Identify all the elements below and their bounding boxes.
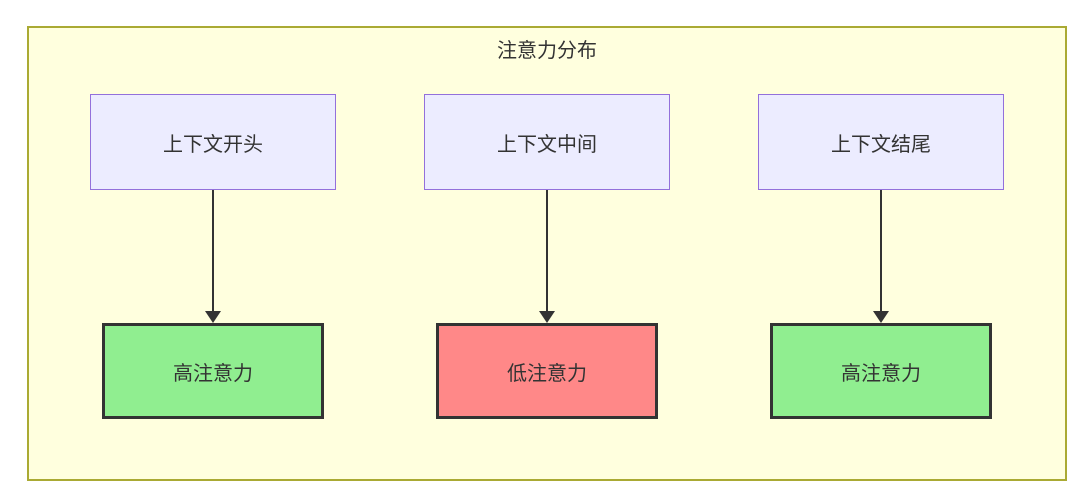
node-label: 上下文开头 — [163, 133, 263, 156]
arrow-line — [212, 190, 214, 311]
column-context-end: 上下文结尾 高注意力 — [758, 94, 1004, 419]
node-attention-end: 高注意力 — [770, 323, 992, 419]
arrow-line — [546, 190, 548, 311]
column-context-start: 上下文开头 高注意力 — [90, 94, 336, 419]
arrow-line — [880, 190, 882, 311]
attention-distribution-cluster: 注意力分布 上下文开头 高注意力 上下文中间 — [27, 26, 1067, 481]
node-label: 高注意力 — [841, 362, 921, 385]
arrowhead-down-icon — [873, 311, 889, 323]
node-attention-start: 高注意力 — [102, 323, 324, 419]
diagram-title: 注意力分布 — [497, 40, 597, 62]
node-context-start: 上下文开头 — [90, 94, 336, 190]
node-label: 上下文中间 — [497, 133, 597, 156]
arrowhead-down-icon — [205, 311, 221, 323]
column-context-middle: 上下文中间 低注意力 — [424, 94, 670, 419]
arrowhead-down-icon — [539, 311, 555, 323]
node-label: 上下文结尾 — [831, 133, 931, 156]
edge-arrow — [539, 190, 555, 323]
node-attention-middle: 低注意力 — [436, 323, 658, 419]
node-context-end: 上下文结尾 — [758, 94, 1004, 190]
edge-arrow — [205, 190, 221, 323]
node-context-middle: 上下文中间 — [424, 94, 670, 190]
edge-arrow — [873, 190, 889, 323]
node-label: 高注意力 — [173, 362, 253, 385]
diagram-columns: 上下文开头 高注意力 上下文中间 低注意力 — [29, 94, 1065, 419]
node-label: 低注意力 — [507, 362, 587, 385]
